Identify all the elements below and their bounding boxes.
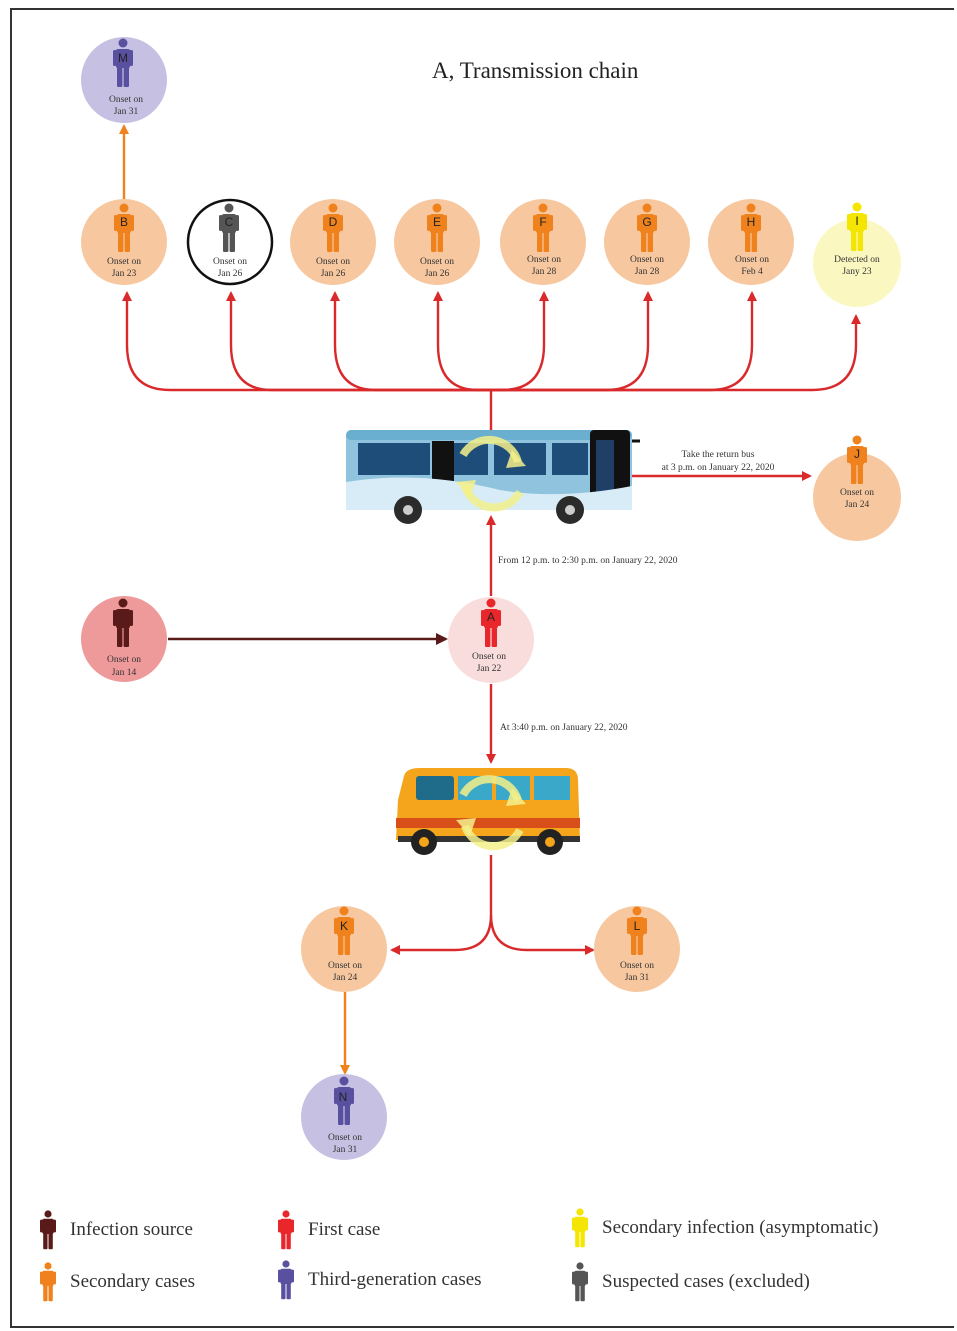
node-letter: K <box>340 919 348 933</box>
case-node-N: N Onset on Jan 31 <box>301 1074 387 1160</box>
edge-bus-to-H <box>491 291 757 392</box>
node-letter: L <box>634 919 641 933</box>
node-text-line2: Jan 26 <box>218 269 243 279</box>
node-letter: B <box>120 215 128 229</box>
node-text-line1: Onset on <box>420 257 454 267</box>
node-text-line2: Jan 31 <box>625 973 650 983</box>
infection-source-node: Onset on Jan 14 <box>81 596 167 682</box>
case-node-J: J Onset on Jan 24 <box>813 435 901 541</box>
legend-label: First case <box>308 1219 381 1240</box>
node-text-line2: Feb 4 <box>741 267 763 277</box>
node-text-line2: Jan 31 <box>333 1145 358 1155</box>
case-node-C: C Onset on Jan 26 <box>186 198 274 286</box>
node-text-line2: Jan 28 <box>532 267 557 277</box>
node-text-line1: Onset on <box>328 1133 362 1143</box>
case-node-L: L Onset on Jan 31 <box>594 906 680 992</box>
node-text-line2: Jany 23 <box>842 267 872 277</box>
node-letter: M <box>118 51 128 65</box>
node-text-line2: Jan 28 <box>635 267 660 277</box>
edge-bus-to-D <box>330 291 491 392</box>
case-node-A: A Onset on Jan 22 <box>448 597 534 683</box>
suspected-case-person-icon <box>572 1262 588 1302</box>
return-bus-note-line2: at 3 p.m. on January 22, 2020 <box>662 463 775 473</box>
node-letter: D <box>329 215 338 229</box>
node-letter: H <box>747 215 756 229</box>
node-text-line1: Onset on <box>316 257 350 267</box>
edge-bus-to-I <box>491 314 861 392</box>
node-text-line1: Onset on <box>735 255 769 265</box>
node-letter: J <box>854 447 860 461</box>
infection-source-person-icon <box>40 1210 56 1250</box>
node-text-line1: Onset on <box>840 488 874 498</box>
node-text-line1: Onset on <box>630 255 664 265</box>
figure-title: A, Transmission chain <box>432 58 639 83</box>
node-letter: C <box>225 215 234 229</box>
case-node-M: M Onset on Jan 31 <box>81 37 167 123</box>
node-text-line1: Onset on <box>107 655 141 665</box>
legend-asymptomatic: Secondary infection (asymptomatic) <box>572 1208 878 1248</box>
legend-secondary: Secondary cases <box>40 1262 195 1302</box>
node-letter: A <box>487 610 495 624</box>
case-node-F: F Onset on Jan 28 <box>500 199 586 285</box>
node-text-line2: Jan 26 <box>321 269 346 279</box>
case-node-D: D Onset on Jan 26 <box>290 199 376 285</box>
minibus-time-note: At 3:40 p.m. on January 22, 2020 <box>500 723 628 733</box>
node-letter: G <box>642 215 651 229</box>
node-text-line2: Jan 14 <box>112 668 137 678</box>
minibus-illustration <box>396 768 580 855</box>
node-text-line2: Jan 24 <box>845 500 870 510</box>
case-node-I: I Detected on Jany 23 <box>813 202 901 307</box>
case-node-K: K Onset on Jan 24 <box>301 906 387 992</box>
node-text-line1: Detected on <box>834 255 880 265</box>
legend-label: Secondary infection (asymptomatic) <box>602 1217 879 1238</box>
node-text-line1: Onset on <box>620 961 654 971</box>
node-letter: F <box>539 215 546 229</box>
edge-bus-to-E <box>433 291 491 392</box>
node-text-line1: Onset on <box>107 257 141 267</box>
legend-label: Infection source <box>70 1219 193 1240</box>
node-letter: N <box>339 1090 348 1104</box>
legend-label: Third-generation cases <box>308 1269 482 1290</box>
node-text-line2: Jan 24 <box>333 973 358 983</box>
case-node-H: H Onset on Feb 4 <box>708 199 794 285</box>
edge-minibus-to-L <box>489 914 595 955</box>
legend-infection-source: Infection source <box>40 1210 193 1250</box>
node-letter: E <box>433 215 441 229</box>
edge-bus-to-C <box>226 291 491 392</box>
node-text-line2: Jan 23 <box>112 269 137 279</box>
case-node-E: E Onset on Jan 26 <box>394 199 480 285</box>
edge-bus-to-G <box>491 291 653 392</box>
edge-bus-to-F <box>491 291 549 392</box>
return-bus-note-line1: Take the return bus <box>682 450 755 460</box>
bus-branch-edges <box>122 291 861 955</box>
node-text-line2: Jan 31 <box>114 107 139 117</box>
node-text-line2: Jan 26 <box>425 269 450 279</box>
legend-suspected: Suspected cases (excluded) <box>572 1262 810 1302</box>
legend-first-case: First case <box>278 1210 380 1250</box>
node-text-line1: Onset on <box>109 95 143 105</box>
bus-time-note: From 12 p.m. to 2:30 p.m. on January 22,… <box>498 556 678 566</box>
node-text-line1: Onset on <box>472 652 506 662</box>
node-text-line1: Onset on <box>213 257 247 267</box>
node-text-line1: Onset on <box>527 255 561 265</box>
case-node-B: B Onset on Jan 23 <box>81 199 167 285</box>
secondary-case-person-icon <box>40 1262 56 1302</box>
node-text-line1: Onset on <box>328 961 362 971</box>
legend-label: Secondary cases <box>70 1271 196 1292</box>
figure-frame <box>10 8 954 1328</box>
legend-label: Suspected cases (excluded) <box>602 1271 810 1292</box>
node-text-line2: Jan 22 <box>477 664 502 674</box>
asymptomatic-person-icon <box>572 1208 588 1248</box>
case-node-G: G Onset on Jan 28 <box>604 199 690 285</box>
third-generation-person-icon <box>278 1260 294 1300</box>
node-letter: I <box>855 214 858 228</box>
edge-bus-to-B <box>122 291 491 392</box>
legend-third-generation: Third-generation cases <box>278 1260 482 1300</box>
edge-minibus-to-K <box>390 855 493 955</box>
bus-illustration <box>346 430 640 524</box>
first-case-person-icon <box>278 1210 294 1250</box>
